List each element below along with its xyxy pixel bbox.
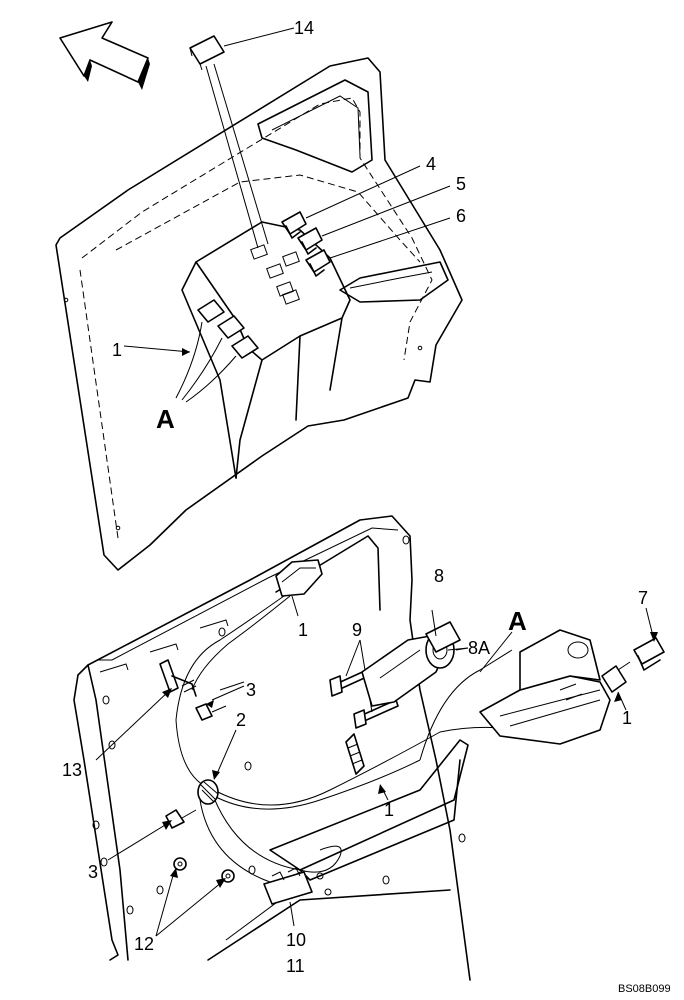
figure-code: BS08B099: [618, 983, 671, 995]
callout-2: 2: [236, 710, 246, 730]
callout-7: 7: [638, 588, 648, 608]
wiring-harness: [175, 595, 521, 889]
callout-1-top: 1: [112, 340, 122, 360]
callout-12: 12: [134, 934, 154, 954]
switch-4: [281, 165, 421, 239]
callout-1-wire: 1: [384, 800, 394, 820]
callout-a-mid: A: [508, 606, 527, 636]
right-console-piece: [479, 629, 611, 745]
lower-rear-panel: [73, 515, 471, 981]
callout-11: 11: [286, 956, 305, 976]
screw-3-upper: [195, 703, 227, 721]
front-direction-arrow-icon: [59, 21, 150, 90]
leader-lines-lower: [95, 595, 513, 937]
switch-6: [305, 217, 451, 277]
clamp-13: [159, 659, 197, 697]
part-8-actuator: [361, 609, 469, 707]
washers-12: [173, 857, 235, 883]
screw-3-lower: [165, 809, 197, 829]
harness-connector-block: [345, 733, 365, 775]
callout-1-cable: 1: [298, 620, 308, 640]
switch-5: [297, 185, 451, 255]
callout-9: 9: [352, 620, 362, 640]
callout-8a: 8A: [468, 638, 490, 658]
harness-connector-top: [275, 559, 323, 597]
switch-7: [633, 607, 665, 671]
connector-1-right: [601, 661, 631, 711]
callout-3-lower: 3: [88, 862, 98, 882]
callout-4: 4: [426, 154, 436, 174]
callout-a-top: A: [156, 404, 175, 434]
callout-13: 13: [62, 760, 82, 780]
callout-8: 8: [434, 566, 444, 586]
callout-5: 5: [456, 174, 466, 194]
callout-1-right: 1: [622, 708, 632, 728]
callout-14: 14: [294, 18, 314, 38]
callout-3-upper: 3: [246, 680, 256, 700]
callout-10: 10: [286, 930, 306, 950]
connectors-group-upper: [123, 299, 259, 403]
callout-6: 6: [456, 206, 466, 226]
switch-assembly-10-11: [263, 867, 332, 905]
clamp-2: [197, 779, 219, 805]
upper-console-panel: [55, 57, 463, 571]
part-14-cover: [189, 27, 295, 249]
